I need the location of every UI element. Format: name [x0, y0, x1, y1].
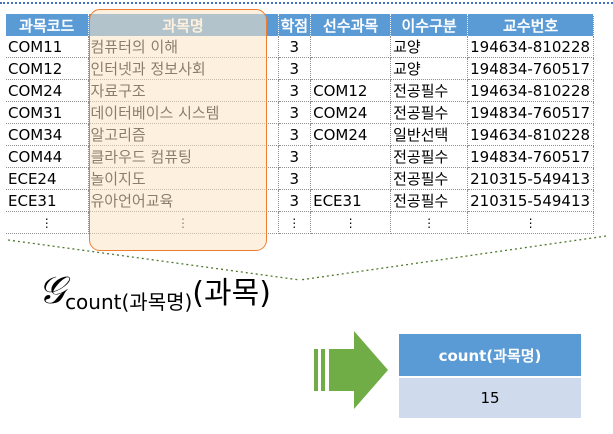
cell-professor-id: 210315-549413 [467, 167, 595, 190]
header-credits: 학점 [278, 14, 312, 36]
ellipsis-mark: ⋮ [278, 211, 312, 234]
aggregate-operator-symbol: 𝒢 [38, 268, 66, 312]
result-header-cell: count(과목명) [399, 334, 581, 378]
ellipsis-mark: ⋮ [310, 211, 392, 234]
cell-professor-id: 194634-810228 [467, 36, 595, 58]
cell-category: 전공필수 [390, 167, 469, 190]
aggregate-result-table: count(과목명) 15 [399, 334, 581, 418]
cell-prerequisite: COM24 [310, 123, 392, 146]
cell-credits: 3 [278, 36, 312, 58]
cell-professor-id: 194834-760517 [467, 101, 595, 124]
cell-credits: 3 [278, 145, 312, 168]
ellipsis-mark: ⋮ [6, 211, 89, 234]
header-prerequisite: 선수과목 [310, 14, 392, 36]
cell-prerequisite [310, 36, 392, 58]
cell-course-code: ECE24 [6, 167, 89, 190]
guide-line-left [7, 239, 301, 281]
result-row: 15 [399, 377, 581, 418]
cell-credits: 3 [278, 57, 312, 80]
cell-course-code: COM24 [6, 79, 89, 102]
cell-prerequisite [310, 57, 392, 80]
cell-category: 전공필수 [390, 189, 469, 212]
cell-course-code: COM11 [6, 36, 89, 58]
top-dotted-rule [0, 2, 613, 4]
cell-prerequisite: COM24 [310, 101, 392, 124]
right-arrow-icon [314, 331, 388, 409]
cell-category: 전공필수 [390, 101, 469, 124]
cell-category: 전공필수 [390, 145, 469, 168]
cell-course-code: COM44 [6, 145, 89, 168]
cell-credits: 3 [278, 189, 312, 212]
header-course-code: 과목코드 [6, 14, 89, 36]
cell-professor-id: 194634-810228 [467, 79, 595, 102]
cell-credits: 3 [278, 167, 312, 190]
cell-professor-id: 194634-810228 [467, 123, 595, 146]
cell-prerequisite: COM12 [310, 79, 392, 102]
cell-course-code: ECE31 [6, 189, 89, 212]
cell-course-code: COM31 [6, 101, 89, 124]
cell-category: 교양 [390, 36, 469, 58]
cell-professor-id: 194834-760517 [467, 145, 595, 168]
table-header-row: 과목코드 과목명 학점 선수과목 이수구분 교수번호 [6, 14, 595, 36]
cell-course-code: COM34 [6, 123, 89, 146]
header-professor-id: 교수번호 [467, 14, 595, 36]
cell-prerequisite [310, 145, 392, 168]
result-value-cell: 15 [399, 377, 581, 418]
aggregate-function-subscript: count(과목명) [65, 290, 193, 314]
cell-professor-id: 194834-760517 [467, 57, 595, 80]
cell-professor-id: 210315-549413 [467, 189, 595, 212]
result-header-row: count(과목명) [399, 334, 581, 378]
cell-category: 일반선택 [390, 123, 469, 146]
aggregation-expression: 𝒢count(과목명)(과목) [38, 268, 271, 315]
cell-prerequisite [310, 167, 392, 190]
cell-credits: 3 [278, 101, 312, 124]
ellipsis-mark: ⋮ [390, 211, 469, 234]
header-category: 이수구분 [390, 14, 469, 36]
cell-credits: 3 [278, 123, 312, 146]
cell-course-code: COM12 [6, 57, 89, 80]
cell-prerequisite: ECE31 [310, 189, 392, 212]
cell-category: 전공필수 [390, 79, 469, 102]
table-row: COM34 알고리즘 3 COM24 일반선택 194634-810228 [6, 123, 595, 146]
cell-credits: 3 [278, 79, 312, 102]
guide-line-right [299, 235, 607, 281]
cell-category: 교양 [390, 57, 469, 80]
ellipsis-mark: ⋮ [467, 211, 595, 234]
aggregate-relation-argument: (과목) [192, 276, 271, 311]
